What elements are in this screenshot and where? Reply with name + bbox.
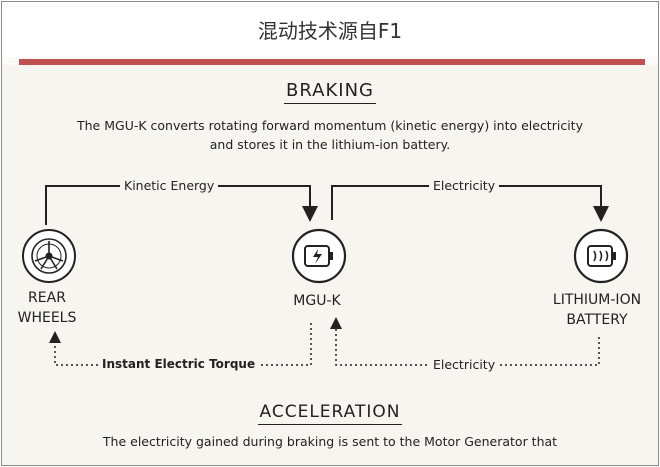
battery-label-line1: LITHIUM-ION	[552, 292, 642, 308]
rear-wheels-label-line1: REAR	[28, 290, 66, 306]
braking-heading-text: BRAKING	[284, 80, 376, 104]
header: 混动技术源自F1	[2, 2, 658, 57]
acceleration-heading-text: ACCELERATION	[257, 402, 403, 425]
electricity-bottom-line	[330, 317, 600, 366]
braking-heading: BRAKING	[2, 80, 658, 104]
diagram-paper: BRAKING The MGU-K converts rotating forw…	[2, 65, 658, 465]
wheel-icon	[22, 229, 76, 283]
mguk-label: MGU-K	[293, 293, 341, 309]
electricity-bottom-label: Electricity	[429, 357, 500, 372]
battery-label: LITHIUM-ION BATTERY	[538, 290, 656, 330]
red-divider	[19, 59, 645, 65]
battery-icon	[291, 228, 347, 284]
battery-label-line2: BATTERY	[566, 312, 628, 328]
acceleration-description-line1: The electricity gained during braking is…	[102, 434, 558, 449]
instant-torque-label: Instant Electric Torque	[98, 357, 260, 371]
acceleration-heading: ACCELERATION	[2, 402, 658, 425]
page-title: 混动技术源自F1	[257, 19, 403, 43]
braking-description-line1: The MGU-K converts rotating forward mome…	[77, 118, 583, 133]
kinetic-energy-label: Kinetic Energy	[120, 178, 219, 193]
rear-wheels-label-line2: WHEELS	[17, 310, 77, 326]
braking-description-line2: and stores it in the lithium-ion battery…	[209, 137, 451, 152]
rear-wheels-label: REAR WHEELS	[10, 288, 84, 328]
heater-battery-icon	[573, 228, 629, 284]
electricity-top-label: Electricity	[429, 178, 500, 193]
